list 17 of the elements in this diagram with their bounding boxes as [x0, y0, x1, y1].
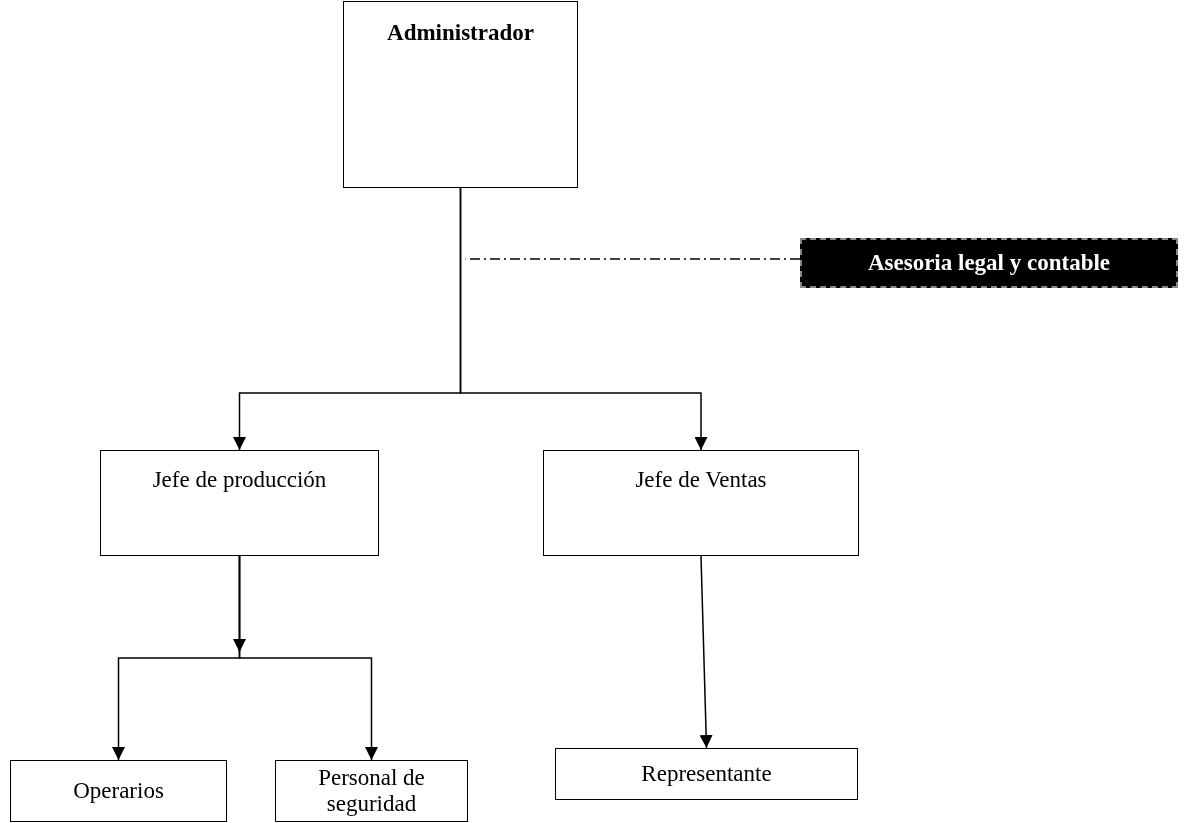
box-label: Operarios [73, 777, 164, 805]
org-box [555, 748, 858, 800]
org-box [275, 760, 468, 822]
arrow [459, 187, 708, 451]
box-label: Personal de seguridad [317, 764, 426, 818]
org-box [343, 1, 578, 188]
dark-box [800, 238, 1178, 288]
box-label: Jefe de producción [152, 467, 327, 493]
box-label: Jefe de Ventas [635, 467, 767, 493]
arrow [233, 555, 246, 653]
box-label: Representante [641, 760, 772, 788]
arrow [699, 555, 713, 749]
box-label: Administrador [387, 20, 534, 46]
org-box [543, 450, 859, 556]
org-box [100, 450, 379, 556]
org-box [10, 760, 227, 822]
box-label: Asesoria legal y contable [867, 250, 1111, 276]
